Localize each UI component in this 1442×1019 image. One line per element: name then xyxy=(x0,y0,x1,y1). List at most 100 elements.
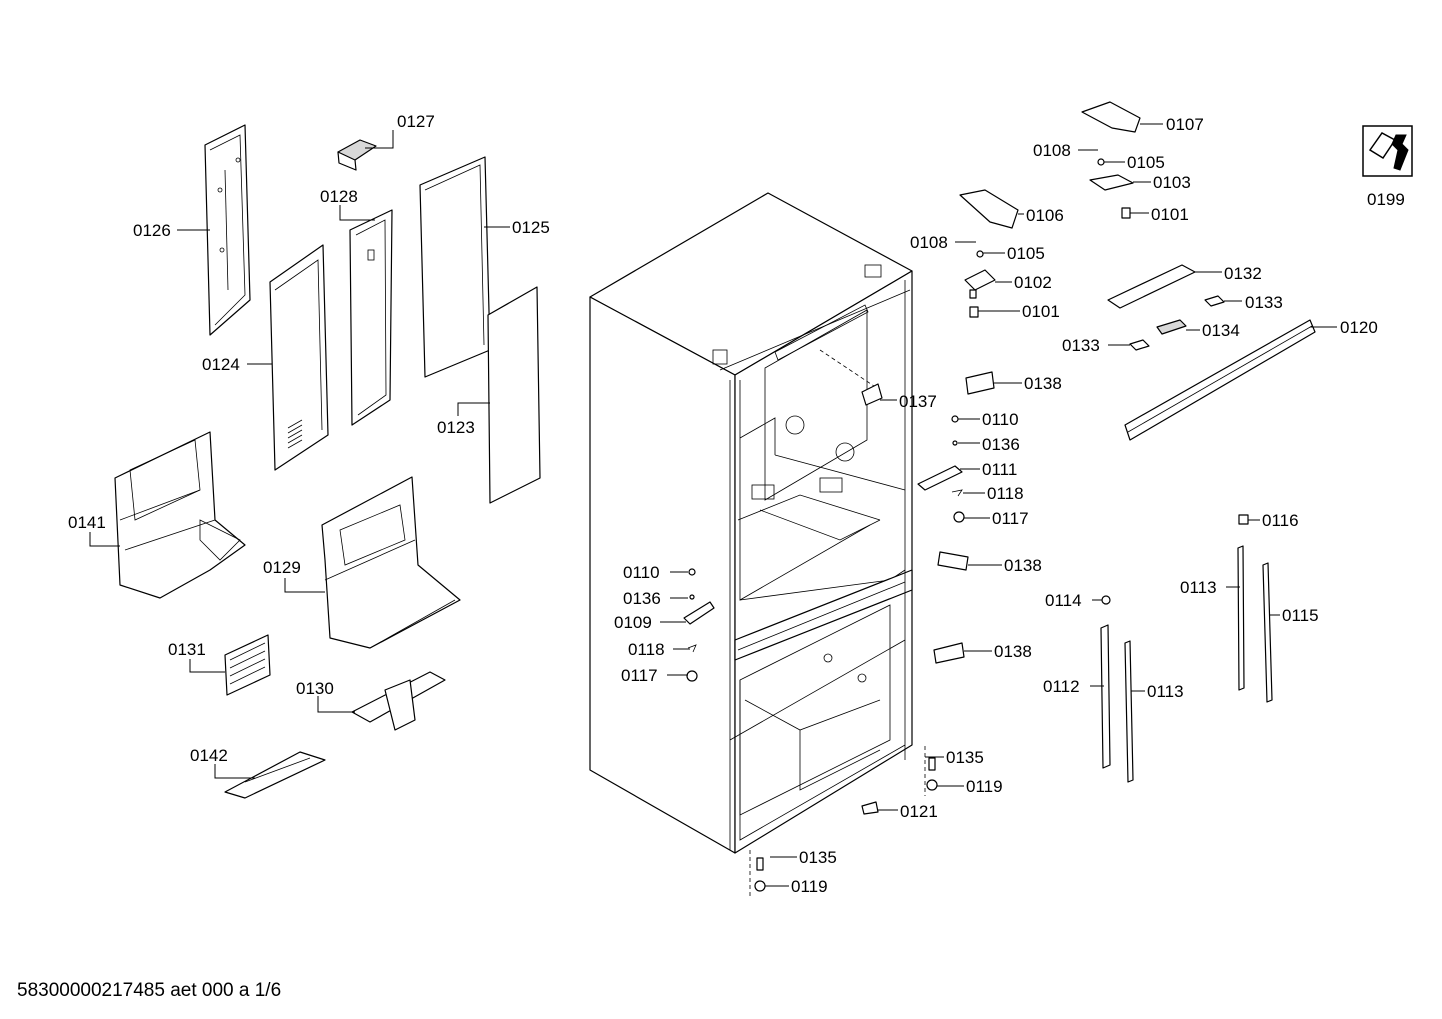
label-0101a: 0101 xyxy=(1151,205,1189,224)
panel-0123 xyxy=(487,286,541,504)
label-0136a: 0136 xyxy=(623,589,661,608)
label-0131: 0131 xyxy=(168,640,206,659)
part-0110a xyxy=(688,568,696,576)
label-0103: 0103 xyxy=(1153,173,1191,192)
label-0132: 0132 xyxy=(1224,264,1262,283)
label-0133a: 0133 xyxy=(1245,293,1283,312)
label-0117a: 0117 xyxy=(621,666,658,685)
small-part-0105b xyxy=(976,250,984,258)
label-0109: 0109 xyxy=(614,613,652,632)
pad-0133b xyxy=(1129,339,1150,351)
part-0121 xyxy=(861,801,879,815)
part-0136a xyxy=(689,594,695,600)
leader-lines xyxy=(89,123,1337,887)
handle-0138c xyxy=(933,642,965,664)
bracket-0130 xyxy=(351,671,446,731)
rail-0132 xyxy=(1107,264,1196,309)
label-0121: 0121 xyxy=(900,802,938,821)
label-0111: 0111 xyxy=(982,460,1017,479)
label-0106: 0106 xyxy=(1026,206,1064,225)
label-0108a: 0108 xyxy=(1033,141,1071,160)
part-0136b xyxy=(952,440,958,446)
part-0110b xyxy=(951,415,959,423)
small-part-0105a xyxy=(1097,158,1105,166)
part-labels: 0127 0128 0126 0125 0124 0123 0141 0129 … xyxy=(68,112,1405,896)
label-0142: 0142 xyxy=(190,746,228,765)
hinge-cover-0106 xyxy=(959,189,1019,229)
label-0116: 0116 xyxy=(1262,511,1299,530)
part-0134 xyxy=(1156,319,1187,335)
part-0118b xyxy=(951,489,963,497)
label-0137: 0137 xyxy=(899,392,937,411)
label-0108b: 0108 xyxy=(910,233,948,252)
handle-0138a xyxy=(965,371,995,395)
document-id-footer: 58300000217485 aet 000 a 1/6 xyxy=(17,980,282,1001)
label-0105a: 0105 xyxy=(1127,153,1165,172)
label-0127: 0127 xyxy=(397,112,435,131)
label-0107: 0107 xyxy=(1166,115,1204,134)
filter-0127 xyxy=(337,139,377,171)
panel-0125 xyxy=(419,156,491,378)
foot-0135b xyxy=(749,850,766,896)
label-0199: 0199 xyxy=(1367,190,1405,209)
housing-0129 xyxy=(321,476,461,649)
label-0133b: 0133 xyxy=(1062,336,1100,355)
label-0119b: 0119 xyxy=(791,877,828,896)
strip-0112 xyxy=(1100,624,1111,769)
refrigerator-cabinet xyxy=(589,192,913,854)
part-0117a xyxy=(686,670,698,682)
label-0105b: 0105 xyxy=(1007,244,1045,263)
label-0129: 0129 xyxy=(263,558,301,577)
cover-panel-0124 xyxy=(269,244,329,471)
part-0117b xyxy=(953,511,965,523)
label-0101b: 0101 xyxy=(1022,302,1060,321)
hinge-cover-0107 xyxy=(1081,101,1141,133)
label-0134: 0134 xyxy=(1202,321,1240,340)
tray-0142 xyxy=(224,751,326,799)
label-0110b: 0110 xyxy=(982,410,1019,429)
label-0117b: 0117 xyxy=(992,509,1029,528)
part-0116 xyxy=(1238,514,1249,525)
label-0115: 0115 xyxy=(1282,606,1319,625)
label-0138c: 0138 xyxy=(994,642,1032,661)
label-0135b: 0135 xyxy=(799,848,837,867)
label-0136b: 0136 xyxy=(982,435,1020,454)
label-0138a: 0138 xyxy=(1024,374,1062,393)
label-0138b: 0138 xyxy=(1004,556,1042,575)
hinge-0103 xyxy=(1089,174,1134,191)
foot-0135a xyxy=(924,746,938,796)
handle-0138b xyxy=(937,551,969,571)
part-0118a xyxy=(687,644,697,653)
label-0120: 0120 xyxy=(1340,318,1378,337)
label-0113a: 0113 xyxy=(1180,578,1217,597)
hinge-0102 xyxy=(964,269,996,299)
rear-panel-0126 xyxy=(204,124,251,336)
gasket-0115 xyxy=(1262,562,1273,703)
label-0125: 0125 xyxy=(512,218,550,237)
label-0114: 0114 xyxy=(1045,591,1082,610)
part-0114 xyxy=(1101,595,1111,605)
label-0135a: 0135 xyxy=(946,748,984,767)
small-part-0101b xyxy=(969,306,979,318)
part-0111 xyxy=(917,465,963,491)
label-0119a: 0119 xyxy=(966,777,1003,796)
label-0113b: 0113 xyxy=(1147,682,1184,701)
label-0118a: 0118 xyxy=(628,640,665,659)
trim-0120 xyxy=(1124,319,1316,441)
label-0130: 0130 xyxy=(296,679,334,698)
label-0128: 0128 xyxy=(320,187,358,206)
pad-0133a xyxy=(1204,295,1225,307)
grille-0131 xyxy=(224,634,271,696)
bracket-0137 xyxy=(861,383,883,406)
label-0141: 0141 xyxy=(68,513,106,532)
wrench-icon xyxy=(1362,125,1413,177)
label-0110a: 0110 xyxy=(623,563,660,582)
gasket-0113a xyxy=(1237,545,1245,691)
label-0123: 0123 xyxy=(437,418,475,437)
label-0118b: 0118 xyxy=(987,484,1024,503)
panel-0128 xyxy=(349,209,393,426)
small-part-0101a xyxy=(1121,207,1131,219)
label-0112: 0112 xyxy=(1043,677,1080,696)
gasket-0113b xyxy=(1124,640,1134,783)
